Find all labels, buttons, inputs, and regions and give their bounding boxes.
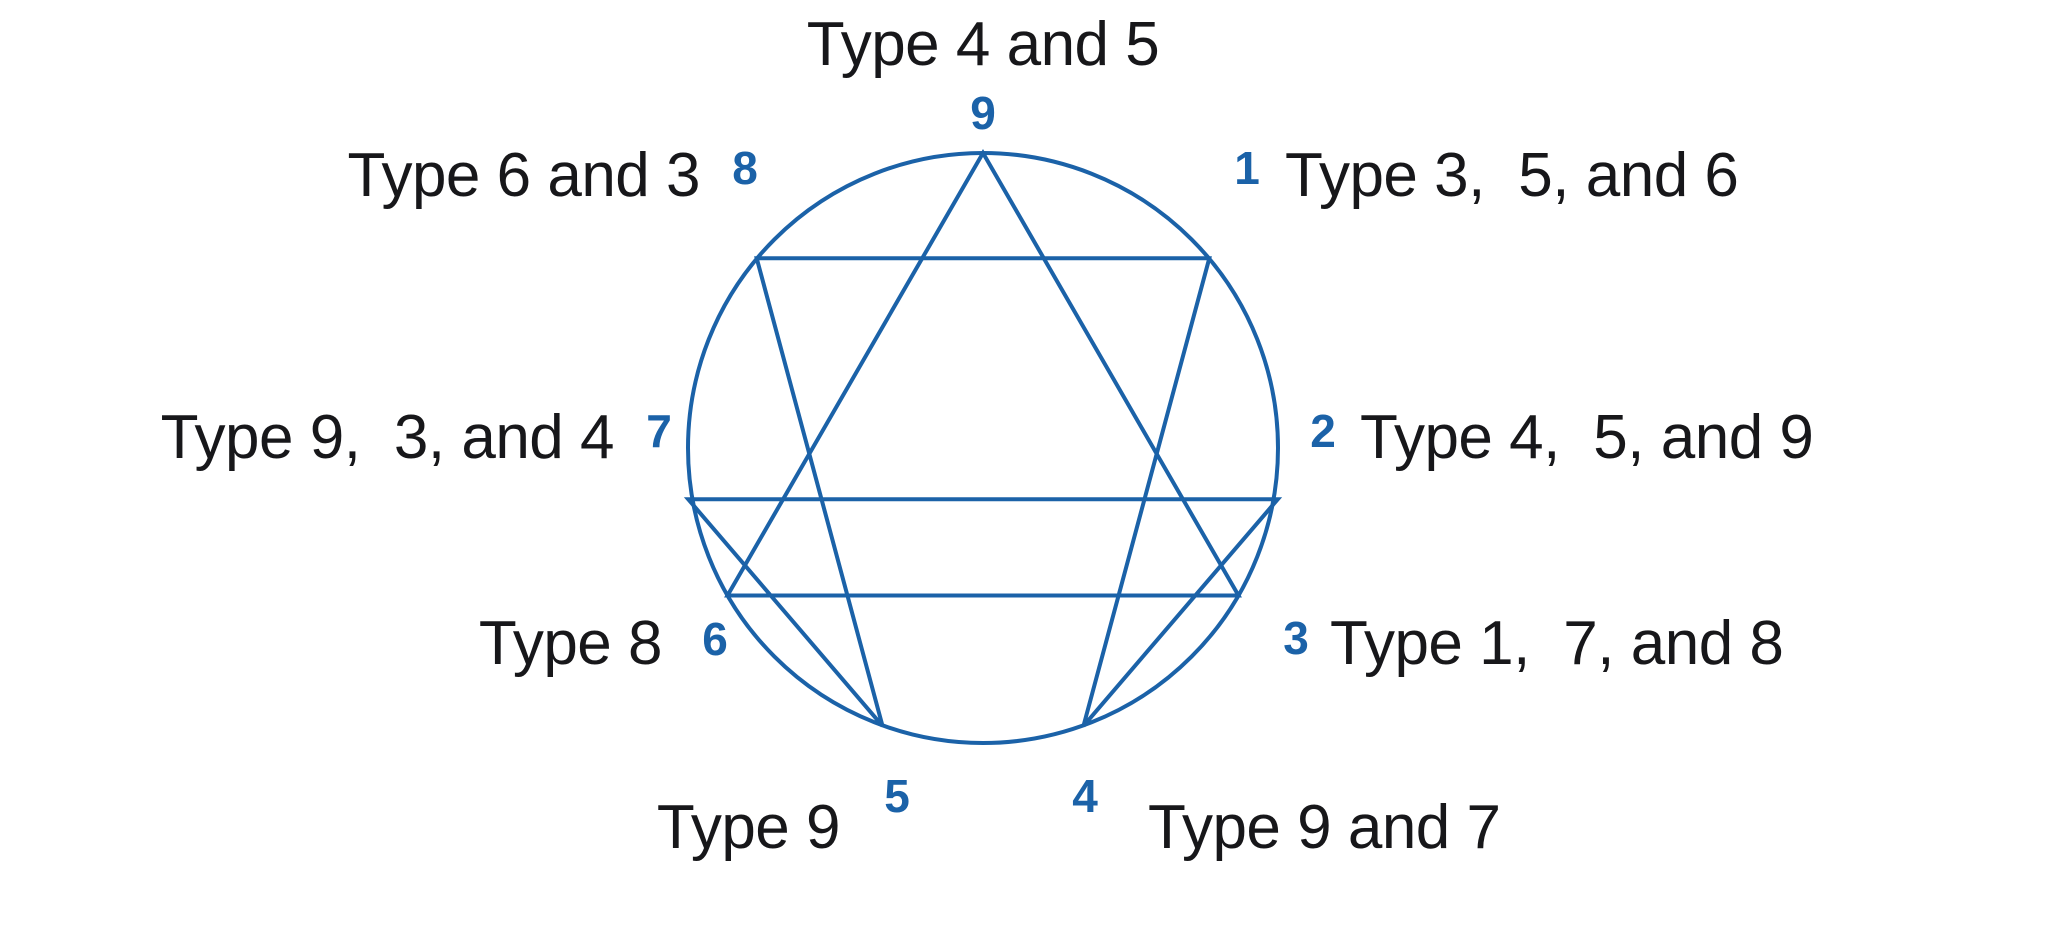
type-label-point-6: Type 8 [478,609,663,678]
point-number-4: 4 [1072,770,1098,822]
enneagram-hexad-1-4-2-8-5-7 [683,256,1283,728]
point-number-7: 7 [646,405,672,457]
point-number-9: 9 [970,87,996,139]
type-label-point-1: Type 3, 5, and 6 [1285,141,1739,210]
point-number-8: 8 [732,142,758,194]
type-label-point-7: Type 9, 3, and 4 [160,403,615,472]
point-number-6: 6 [702,613,728,665]
enneagram-circle [686,151,1280,745]
type-label-point-4: Type 9 and 7 [1148,793,1501,862]
type-label-point-2: Type 4, 5, and 9 [1360,403,1814,472]
type-label-point-9: Type 4 and 5 [806,10,1160,79]
point-number-2: 2 [1310,405,1336,457]
point-number-3: 3 [1283,612,1309,664]
type-label-point-5: Type 9 [656,793,841,862]
point-number-5: 5 [884,770,910,822]
enneagram-triangle-9-3-6 [724,149,1242,598]
type-label-point-8: Type 6 and 3 [347,141,701,210]
point-number-1: 1 [1234,142,1260,194]
type-label-point-3: Type 1, 7, and 8 [1330,609,1784,678]
